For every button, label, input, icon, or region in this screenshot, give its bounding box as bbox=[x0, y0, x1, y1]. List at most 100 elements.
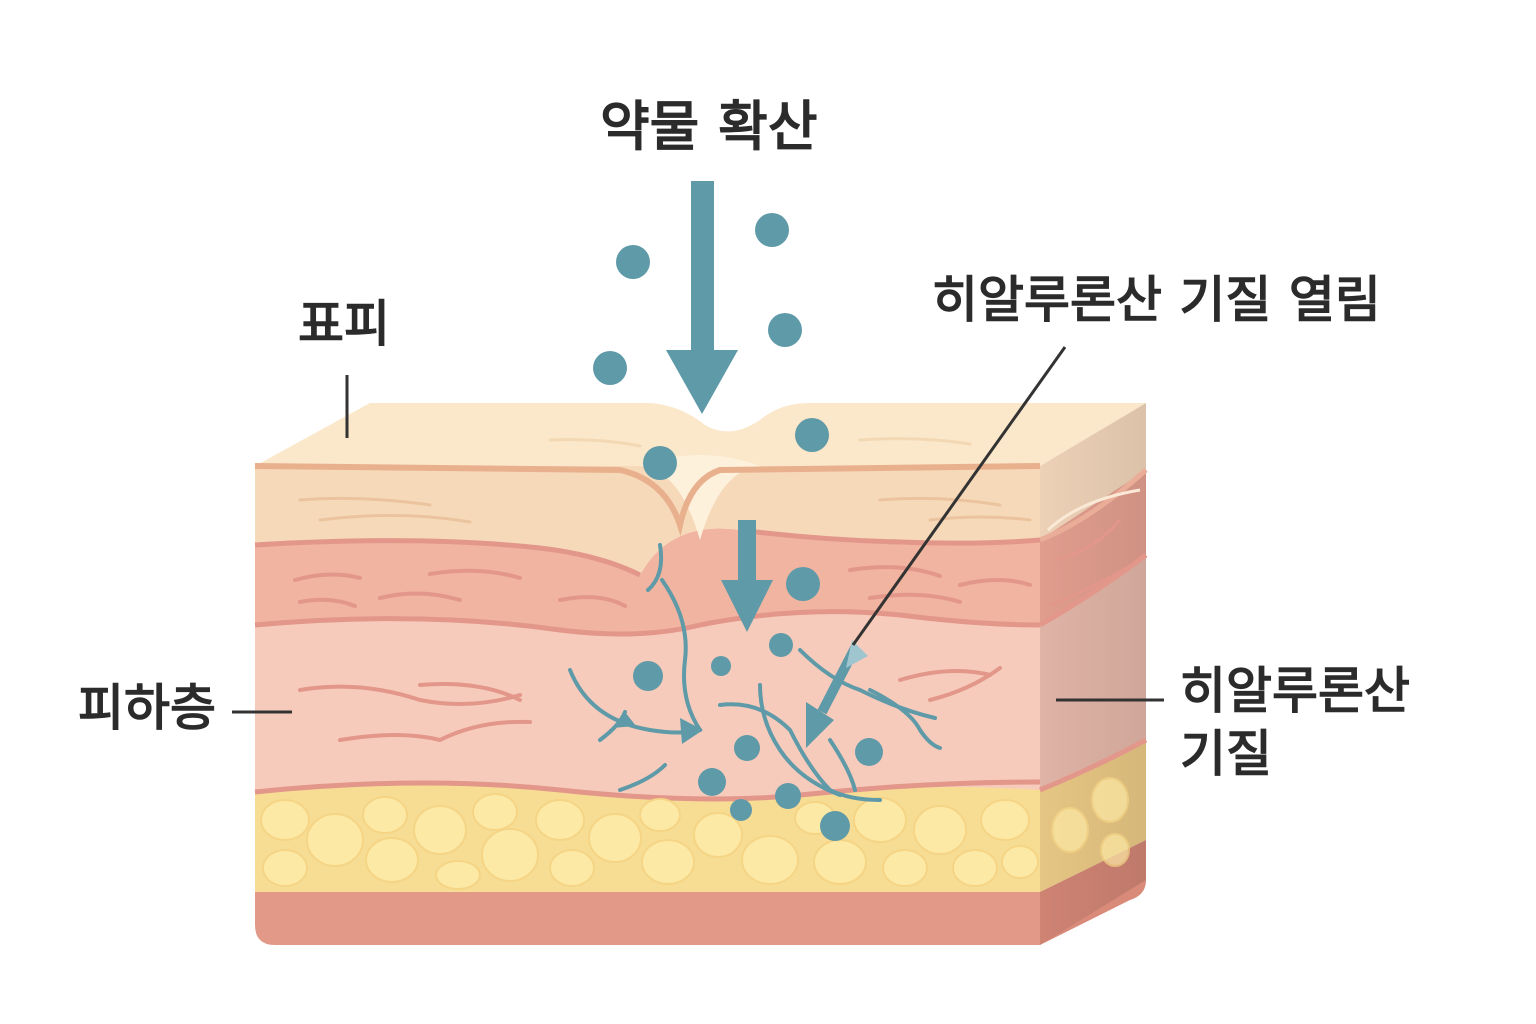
tissue-waves bbox=[293, 437, 1032, 743]
wave-k bbox=[558, 595, 627, 608]
fiber-arrowheads bbox=[612, 712, 703, 744]
fat-cell bbox=[639, 798, 681, 832]
diffusion-arrow-head bbox=[666, 350, 738, 414]
side-line-1 bbox=[1039, 468, 1148, 543]
fat-cell bbox=[882, 849, 928, 887]
drug-particle bbox=[734, 735, 760, 761]
fat-cell bbox=[413, 805, 467, 855]
wave-l bbox=[848, 565, 942, 578]
fat-cell bbox=[260, 799, 310, 841]
fiber-9 bbox=[868, 688, 942, 750]
drug-particle bbox=[633, 661, 663, 691]
wave-s bbox=[928, 666, 1002, 702]
side-wave-3 bbox=[1049, 558, 1141, 607]
wave-e bbox=[878, 496, 1002, 507]
subcutaneous-label: 피하층 bbox=[78, 679, 216, 737]
drug-diffusion-title: 약물 확산 bbox=[600, 95, 818, 158]
hyaluronic-matrix-label: 히알루론산 기질 bbox=[1180, 660, 1410, 785]
epidermis-label: 표피 bbox=[298, 295, 390, 353]
fat-cell bbox=[853, 797, 907, 843]
diffusion-arrow-shaft bbox=[691, 181, 714, 353]
wave-n bbox=[958, 578, 1032, 587]
upper-epidermis-layer bbox=[255, 466, 1040, 575]
drug-particle bbox=[616, 245, 650, 279]
dermis-layer bbox=[255, 528, 1040, 634]
wave-j bbox=[428, 568, 522, 580]
fat-cell bbox=[741, 835, 799, 885]
fat-cell bbox=[535, 799, 585, 841]
hyaluronic-matrix-label-line1: 히알루론산 bbox=[1180, 662, 1410, 720]
wave-d bbox=[858, 437, 972, 446]
drug-particle bbox=[711, 656, 731, 676]
drug-particle bbox=[593, 351, 627, 385]
hyaluronic-matrix-opening-label: 히알루론산 기질 열림 bbox=[932, 271, 1381, 329]
boundary-lower bbox=[254, 609, 1041, 637]
fat-cell bbox=[693, 812, 743, 858]
fat-cell bbox=[1091, 777, 1129, 823]
fat-cell bbox=[813, 839, 867, 885]
fiber-7 bbox=[758, 683, 842, 797]
fat-cell bbox=[306, 813, 364, 867]
fiber-10 bbox=[828, 738, 857, 792]
hyaluronic-matrix-label-line2: 기질 bbox=[1180, 724, 1272, 783]
drug-particles bbox=[593, 213, 883, 841]
leader-matrix-opening bbox=[851, 346, 1067, 646]
fat-cell bbox=[588, 813, 642, 863]
fat-cell bbox=[1100, 833, 1130, 867]
wave-f bbox=[928, 515, 1032, 522]
drug-particle bbox=[768, 313, 802, 347]
surface-edge-line bbox=[254, 463, 1041, 537]
epidermis-top-surface bbox=[255, 403, 1146, 466]
leader-lines bbox=[232, 346, 1164, 714]
fiber-1 bbox=[646, 543, 664, 592]
fat-cell bbox=[952, 849, 998, 887]
matrix-arrow-head bbox=[806, 702, 834, 748]
fiber-arrowhead bbox=[680, 718, 703, 744]
drug-particle bbox=[795, 418, 829, 452]
fat-cell bbox=[641, 839, 695, 885]
wave-i bbox=[378, 591, 462, 602]
drug-particle bbox=[786, 567, 820, 601]
fat-cell bbox=[1001, 845, 1039, 879]
fat-cell bbox=[913, 805, 967, 855]
drug-particle bbox=[775, 783, 801, 809]
fat-cell bbox=[472, 793, 518, 831]
matrix-arrow-tip-gradient bbox=[846, 640, 868, 668]
boundary-dermis-right bbox=[739, 527, 1041, 546]
fat-cell bbox=[262, 849, 308, 887]
drug-particle bbox=[769, 633, 793, 657]
side-wave-2 bbox=[1054, 519, 1122, 562]
drug-particle bbox=[730, 799, 752, 821]
fat-cell bbox=[435, 860, 481, 890]
fat-cell bbox=[362, 796, 408, 834]
fiber-5 bbox=[618, 763, 667, 792]
fat-cell bbox=[980, 799, 1030, 841]
bottom-layer bbox=[255, 880, 1040, 945]
drug-particle bbox=[698, 768, 726, 796]
lower-dermis-layer bbox=[255, 611, 1040, 799]
wave-g bbox=[293, 572, 362, 582]
wave-q bbox=[338, 719, 532, 743]
boundary-fat bbox=[254, 779, 1041, 802]
wave-p bbox=[418, 682, 522, 702]
layer-boundaries bbox=[254, 527, 1041, 802]
drug-particle bbox=[855, 738, 883, 766]
matrix-opening-arrow bbox=[806, 640, 868, 748]
drug-particle bbox=[643, 446, 677, 480]
wave-b bbox=[318, 513, 472, 524]
fiber-2 bbox=[660, 578, 702, 732]
fiber-8 bbox=[798, 648, 937, 720]
inner-arrow-shaft bbox=[738, 520, 756, 582]
inner-arrow-head bbox=[721, 580, 773, 632]
wave-o bbox=[298, 684, 522, 706]
wave-c bbox=[548, 438, 642, 448]
side-wave-1 bbox=[1046, 488, 1141, 532]
inner-diffusion-arrow bbox=[721, 520, 773, 632]
wave-r bbox=[898, 669, 992, 682]
fat-cells bbox=[260, 777, 1130, 890]
boundary-dermis bbox=[254, 538, 642, 578]
wave-m bbox=[868, 592, 962, 604]
fat-cell bbox=[549, 849, 595, 887]
wave-h bbox=[298, 597, 357, 608]
